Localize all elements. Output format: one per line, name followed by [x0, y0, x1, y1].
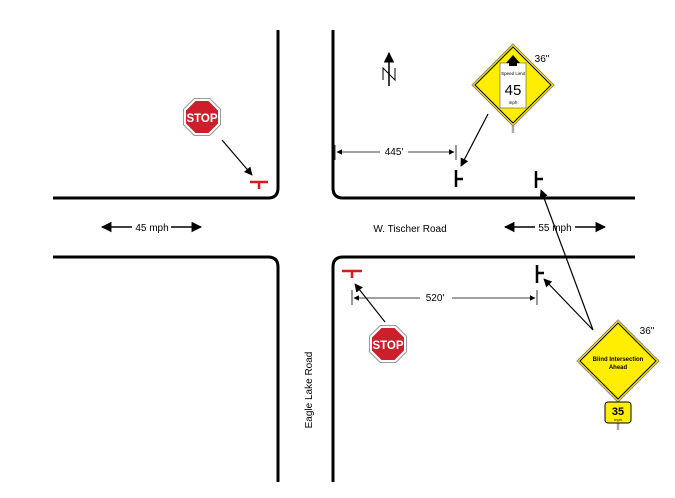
west-speed-label: 45 mph	[135, 223, 168, 234]
stop-sign-label: STOP	[372, 340, 403, 352]
warning-sign-size: 36"	[640, 326, 655, 337]
warning-sign-line2: Ahead	[609, 365, 628, 371]
speed-limit-value: 45	[505, 82, 522, 99]
pointer-nw-stop	[221, 139, 253, 176]
road-edge-se	[331, 255, 635, 482]
blind-intersection-warning-sign: Blind Intersection Ahead 35 mph	[576, 319, 660, 430]
warning-sign-line1: Blind Intersection	[593, 357, 644, 363]
pointer-warning-north	[539, 189, 594, 331]
advisory-speed-plaque	[604, 401, 632, 424]
north-distance-dimension	[334, 145, 457, 160]
ahead-arrow-icon	[506, 55, 520, 66]
pointer-se-stop	[354, 283, 386, 323]
speed-limit-warning-sign: Speed Limit 45 mph	[471, 43, 555, 133]
pointer-warning-south	[543, 278, 594, 331]
speed-limit-top-label: Speed Limit	[501, 71, 526, 76]
marker-warning-south	[535, 265, 544, 283]
advisory-speed-value: 35	[612, 406, 624, 418]
south-distance-dimension	[351, 290, 538, 305]
marker-nw-stop	[250, 180, 268, 189]
stop-sign-icon: STOP	[369, 325, 407, 363]
north-arrow-icon	[382, 51, 396, 86]
stop-sign-icon: STOP	[183, 98, 221, 136]
ns-road-label: Eagle Lake Road	[304, 352, 315, 429]
north-distance-label: 445'	[385, 147, 404, 158]
south-distance-label: 520'	[426, 293, 445, 304]
road-edges	[53, 30, 635, 482]
pointer-arrows	[221, 113, 594, 331]
advisory-speed-unit: mph	[614, 417, 622, 422]
marker-se-stop	[342, 269, 362, 278]
road-edge-nw	[53, 30, 280, 200]
ew-road-label: W. Tischer Road	[373, 224, 446, 235]
pointer-speed-limit	[460, 113, 489, 167]
speed-limit-panel	[499, 62, 527, 109]
marker-warning-north	[534, 171, 543, 188]
stop-sign-label: STOP	[186, 113, 217, 125]
speed-limit-unit: mph	[509, 100, 518, 105]
speed-limit-sign-size: 36"	[535, 54, 550, 65]
marker-speed-limit	[454, 170, 463, 187]
road-edge-ne	[331, 30, 635, 200]
road-edge-sw	[53, 255, 280, 482]
west-speed-indicator: 45 mph	[100, 221, 203, 234]
